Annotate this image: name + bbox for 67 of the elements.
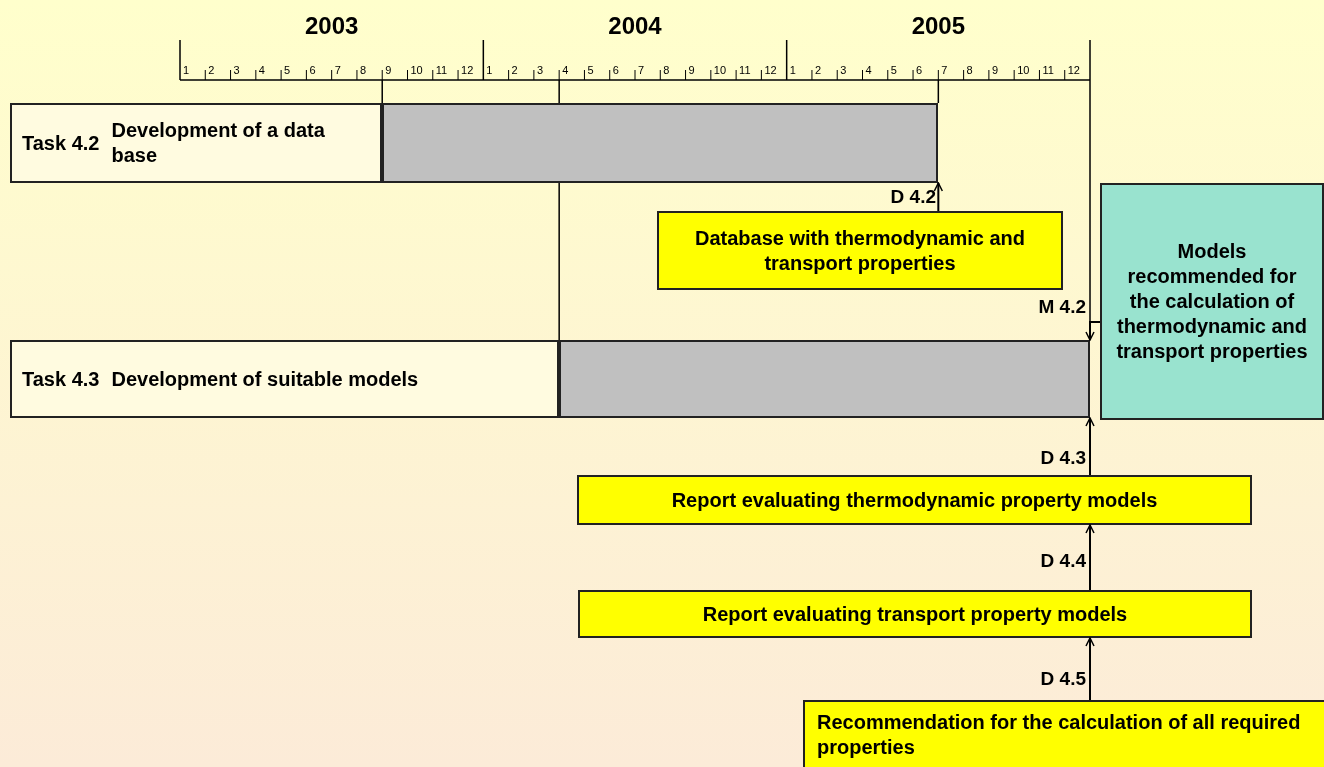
month-label: 10 xyxy=(410,65,423,76)
task-bar xyxy=(382,103,939,183)
task-box xyxy=(10,103,382,183)
deliverable-box xyxy=(577,475,1252,525)
month-label: 1 xyxy=(183,65,190,76)
arrow xyxy=(1085,417,1095,476)
month-label: 6 xyxy=(916,65,923,76)
month-label: 5 xyxy=(284,65,291,76)
milestone-label: M 4.2 xyxy=(1038,296,1086,319)
deliverable-box xyxy=(578,590,1252,638)
month-label: 10 xyxy=(713,65,727,76)
deliverable-label: D 4.2 xyxy=(890,186,936,209)
month-label: 7 xyxy=(334,65,341,76)
month-label: 1 xyxy=(486,65,493,76)
month-label: 8 xyxy=(359,65,367,76)
task-number: Task 4.3 xyxy=(22,366,100,392)
box-text: Recommendation for the calculation of all required properties xyxy=(817,710,1302,760)
month-label: 9 xyxy=(688,65,695,76)
arrow xyxy=(933,182,944,212)
month-label: 10 xyxy=(1017,65,1030,76)
month-label: 8 xyxy=(966,65,973,76)
box-text: Report evaluating thermodynamic property models xyxy=(671,487,1158,513)
deliverable-label: D 4.4 xyxy=(1040,550,1086,573)
month-label: 2 xyxy=(814,65,822,76)
deliverable-label: D 4.3 xyxy=(1040,447,1086,470)
year-label: 2004 xyxy=(607,12,663,41)
box-text: Models recommended for the calculation of thermodynamic and transport properties xyxy=(1115,239,1309,364)
month-label: 12 xyxy=(1067,65,1080,76)
month-label: 4 xyxy=(865,65,872,76)
month-label: 9 xyxy=(385,65,392,76)
month-label: 1 xyxy=(789,65,796,76)
month-label: 3 xyxy=(536,65,543,76)
deliverable-label: D 4.5 xyxy=(1040,668,1086,691)
arrow xyxy=(1085,524,1095,591)
arrow xyxy=(1085,321,1101,341)
task-title: Development of suitable models xyxy=(111,366,419,392)
month-label: 11 xyxy=(435,65,448,76)
task-number: Task 4.2 xyxy=(22,130,100,156)
deliverable-box xyxy=(803,700,1324,767)
box-text: Report evaluating transport property models xyxy=(702,601,1128,627)
task-bar xyxy=(559,340,1090,418)
month-label: 7 xyxy=(638,65,645,76)
month-label: 5 xyxy=(587,65,594,76)
month-label: 2 xyxy=(208,65,215,76)
month-label: 11 xyxy=(739,65,751,76)
month-label: 12 xyxy=(461,65,474,76)
month-label: 6 xyxy=(309,65,316,76)
milestone-box xyxy=(1100,183,1324,420)
month-label: 11 xyxy=(1042,65,1054,76)
month-label: 9 xyxy=(991,65,998,76)
month-label: 8 xyxy=(663,65,670,76)
month-label: 5 xyxy=(890,65,897,76)
deliverable-box xyxy=(657,211,1063,290)
year-label: 2005 xyxy=(910,12,966,41)
month-label: 3 xyxy=(840,65,847,76)
month-label: 12 xyxy=(764,65,777,76)
month-label: 3 xyxy=(233,65,240,76)
arrow xyxy=(1085,637,1095,701)
year-label: 2003 xyxy=(303,12,360,41)
month-label: 7 xyxy=(941,65,948,76)
month-label: 2 xyxy=(511,65,518,76)
month-label: 6 xyxy=(612,65,619,76)
box-text: Database with thermodynamic and transport properties xyxy=(693,225,1027,276)
task-title: Development of a data base xyxy=(111,118,326,168)
month-label: 4 xyxy=(562,65,569,76)
month-label: 4 xyxy=(258,65,265,76)
task-box xyxy=(10,340,560,418)
